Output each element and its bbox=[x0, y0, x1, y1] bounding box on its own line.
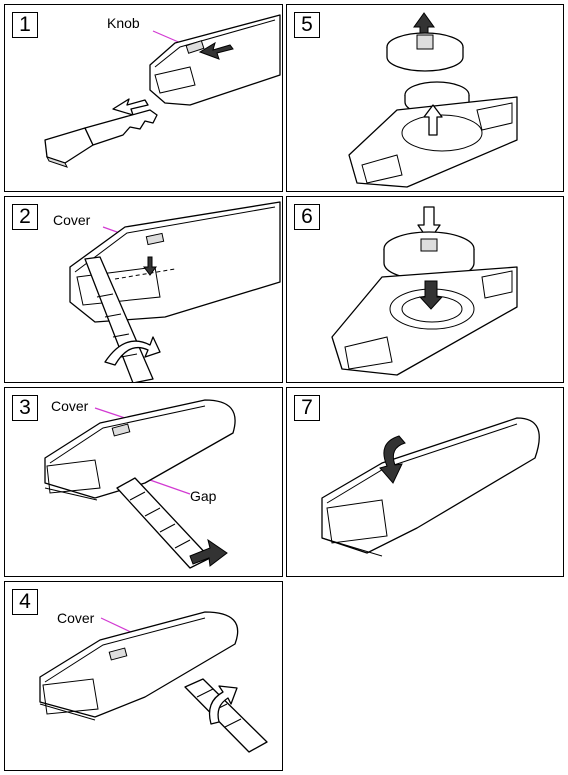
gap-label: Gap bbox=[190, 488, 217, 504]
cover-label: Cover bbox=[57, 610, 95, 626]
step-number: 2 bbox=[12, 204, 38, 230]
step-7-panel: 7 bbox=[286, 387, 564, 577]
step-5-panel: 5 bbox=[286, 4, 564, 192]
step-number: 1 bbox=[12, 12, 38, 38]
step-3-panel: 3 Cover Gap bbox=[4, 387, 283, 577]
step-6-panel: 6 bbox=[286, 196, 564, 383]
gap-insert-illustration bbox=[44, 399, 236, 569]
step-number: 6 bbox=[294, 204, 320, 230]
step-2-panel: 2 Cover bbox=[4, 196, 283, 383]
key-removal-illustration bbox=[44, 14, 281, 168]
step-number: 5 bbox=[294, 12, 320, 38]
step-number: 7 bbox=[294, 395, 320, 421]
knob bbox=[185, 40, 205, 54]
cover-lift-illustration bbox=[39, 611, 268, 753]
knob-label: Knob bbox=[107, 15, 140, 31]
battery-install-illustration bbox=[331, 206, 518, 376]
cover-label: Cover bbox=[53, 212, 91, 228]
battery-removal-illustration bbox=[348, 12, 518, 188]
step-number: 4 bbox=[12, 589, 38, 615]
cover-close-illustration bbox=[321, 417, 540, 557]
cover-label: Cover bbox=[51, 398, 89, 414]
cover-pry-illustration bbox=[69, 201, 281, 382]
step-1-panel: 1 Knob bbox=[4, 4, 283, 192]
step-4-panel: 4 Cover bbox=[4, 581, 283, 771]
step-number: 3 bbox=[12, 395, 38, 421]
